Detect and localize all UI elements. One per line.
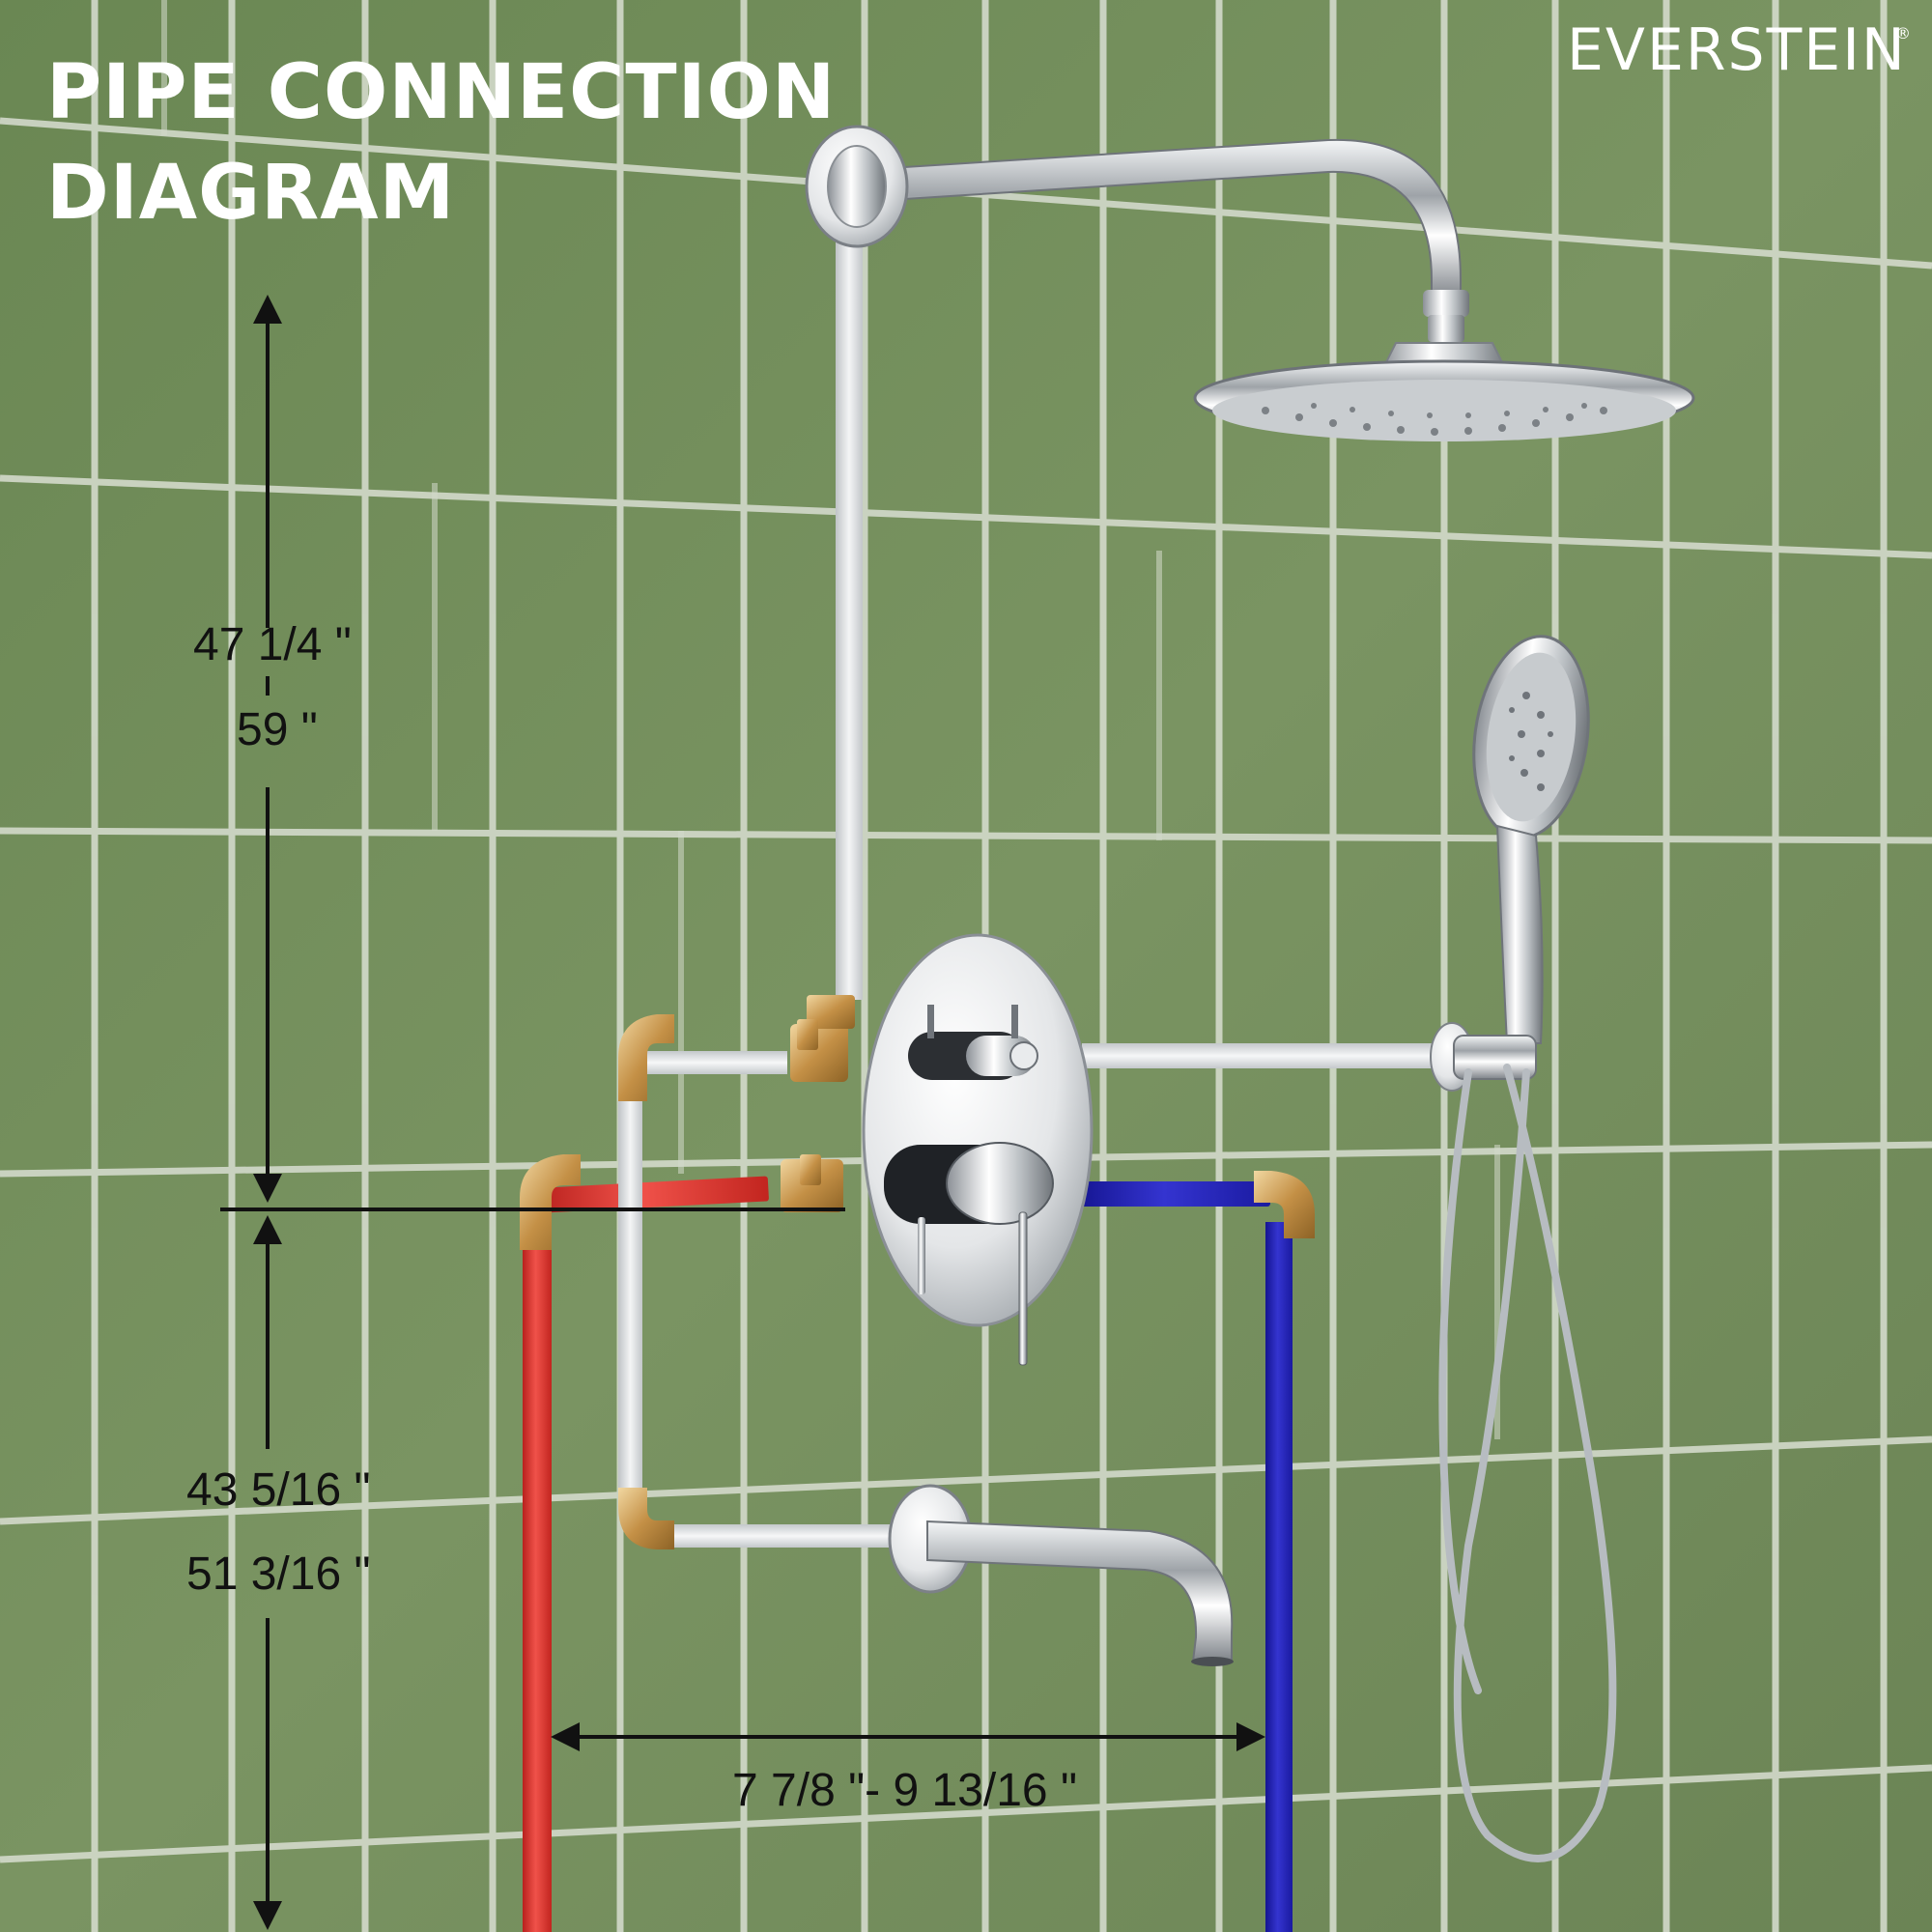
lower-max-label: 51 3/16 " bbox=[186, 1548, 371, 1600]
diverter-handle bbox=[908, 1005, 1038, 1080]
hand-shower-holder bbox=[1430, 1022, 1537, 1092]
hose-icon bbox=[1438, 1064, 1617, 1862]
brand-logo: EVERSTEIN ® bbox=[1567, 16, 1911, 84]
valve-body-brass bbox=[781, 995, 855, 1212]
lower-min-label: 43 5/16 " bbox=[186, 1464, 371, 1516]
hand-shower-nozzles bbox=[1509, 692, 1553, 791]
svg-text:EVERSTEIN: EVERSTEIN bbox=[1567, 16, 1907, 84]
rain-shower-head-icon bbox=[1193, 342, 1695, 441]
hot-water-pipe bbox=[523, 1176, 769, 1932]
white-pipes bbox=[618, 242, 1449, 1548]
registered-mark: ® bbox=[1895, 24, 1911, 43]
shower-nozzles bbox=[1262, 403, 1607, 436]
cold-water-pipe bbox=[1077, 1181, 1293, 1932]
page-title: PIPE CONNECTION DIAGRAM bbox=[46, 43, 836, 243]
title-line-1: PIPE CONNECTION bbox=[46, 49, 837, 136]
hand-shower-icon bbox=[1472, 635, 1590, 1044]
valve-trim-icon bbox=[862, 933, 1094, 1366]
dimension-lines bbox=[220, 295, 1265, 1930]
shower-arm bbox=[805, 125, 1469, 342]
upper-min-label: 47 1/4 " bbox=[193, 619, 352, 670]
brass-elbow-fittings bbox=[520, 1014, 1315, 1549]
tile-grout-offsets bbox=[161, 0, 1500, 1439]
horizontal-dimension-label: 7 7/8 "- 9 13/16 " bbox=[732, 1765, 1077, 1816]
title-line-2: DIAGRAM bbox=[46, 150, 456, 237]
upper-max-label: 59 " bbox=[237, 704, 318, 755]
tub-spout-icon bbox=[888, 1484, 1234, 1666]
mixer-handle bbox=[884, 1142, 1054, 1366]
